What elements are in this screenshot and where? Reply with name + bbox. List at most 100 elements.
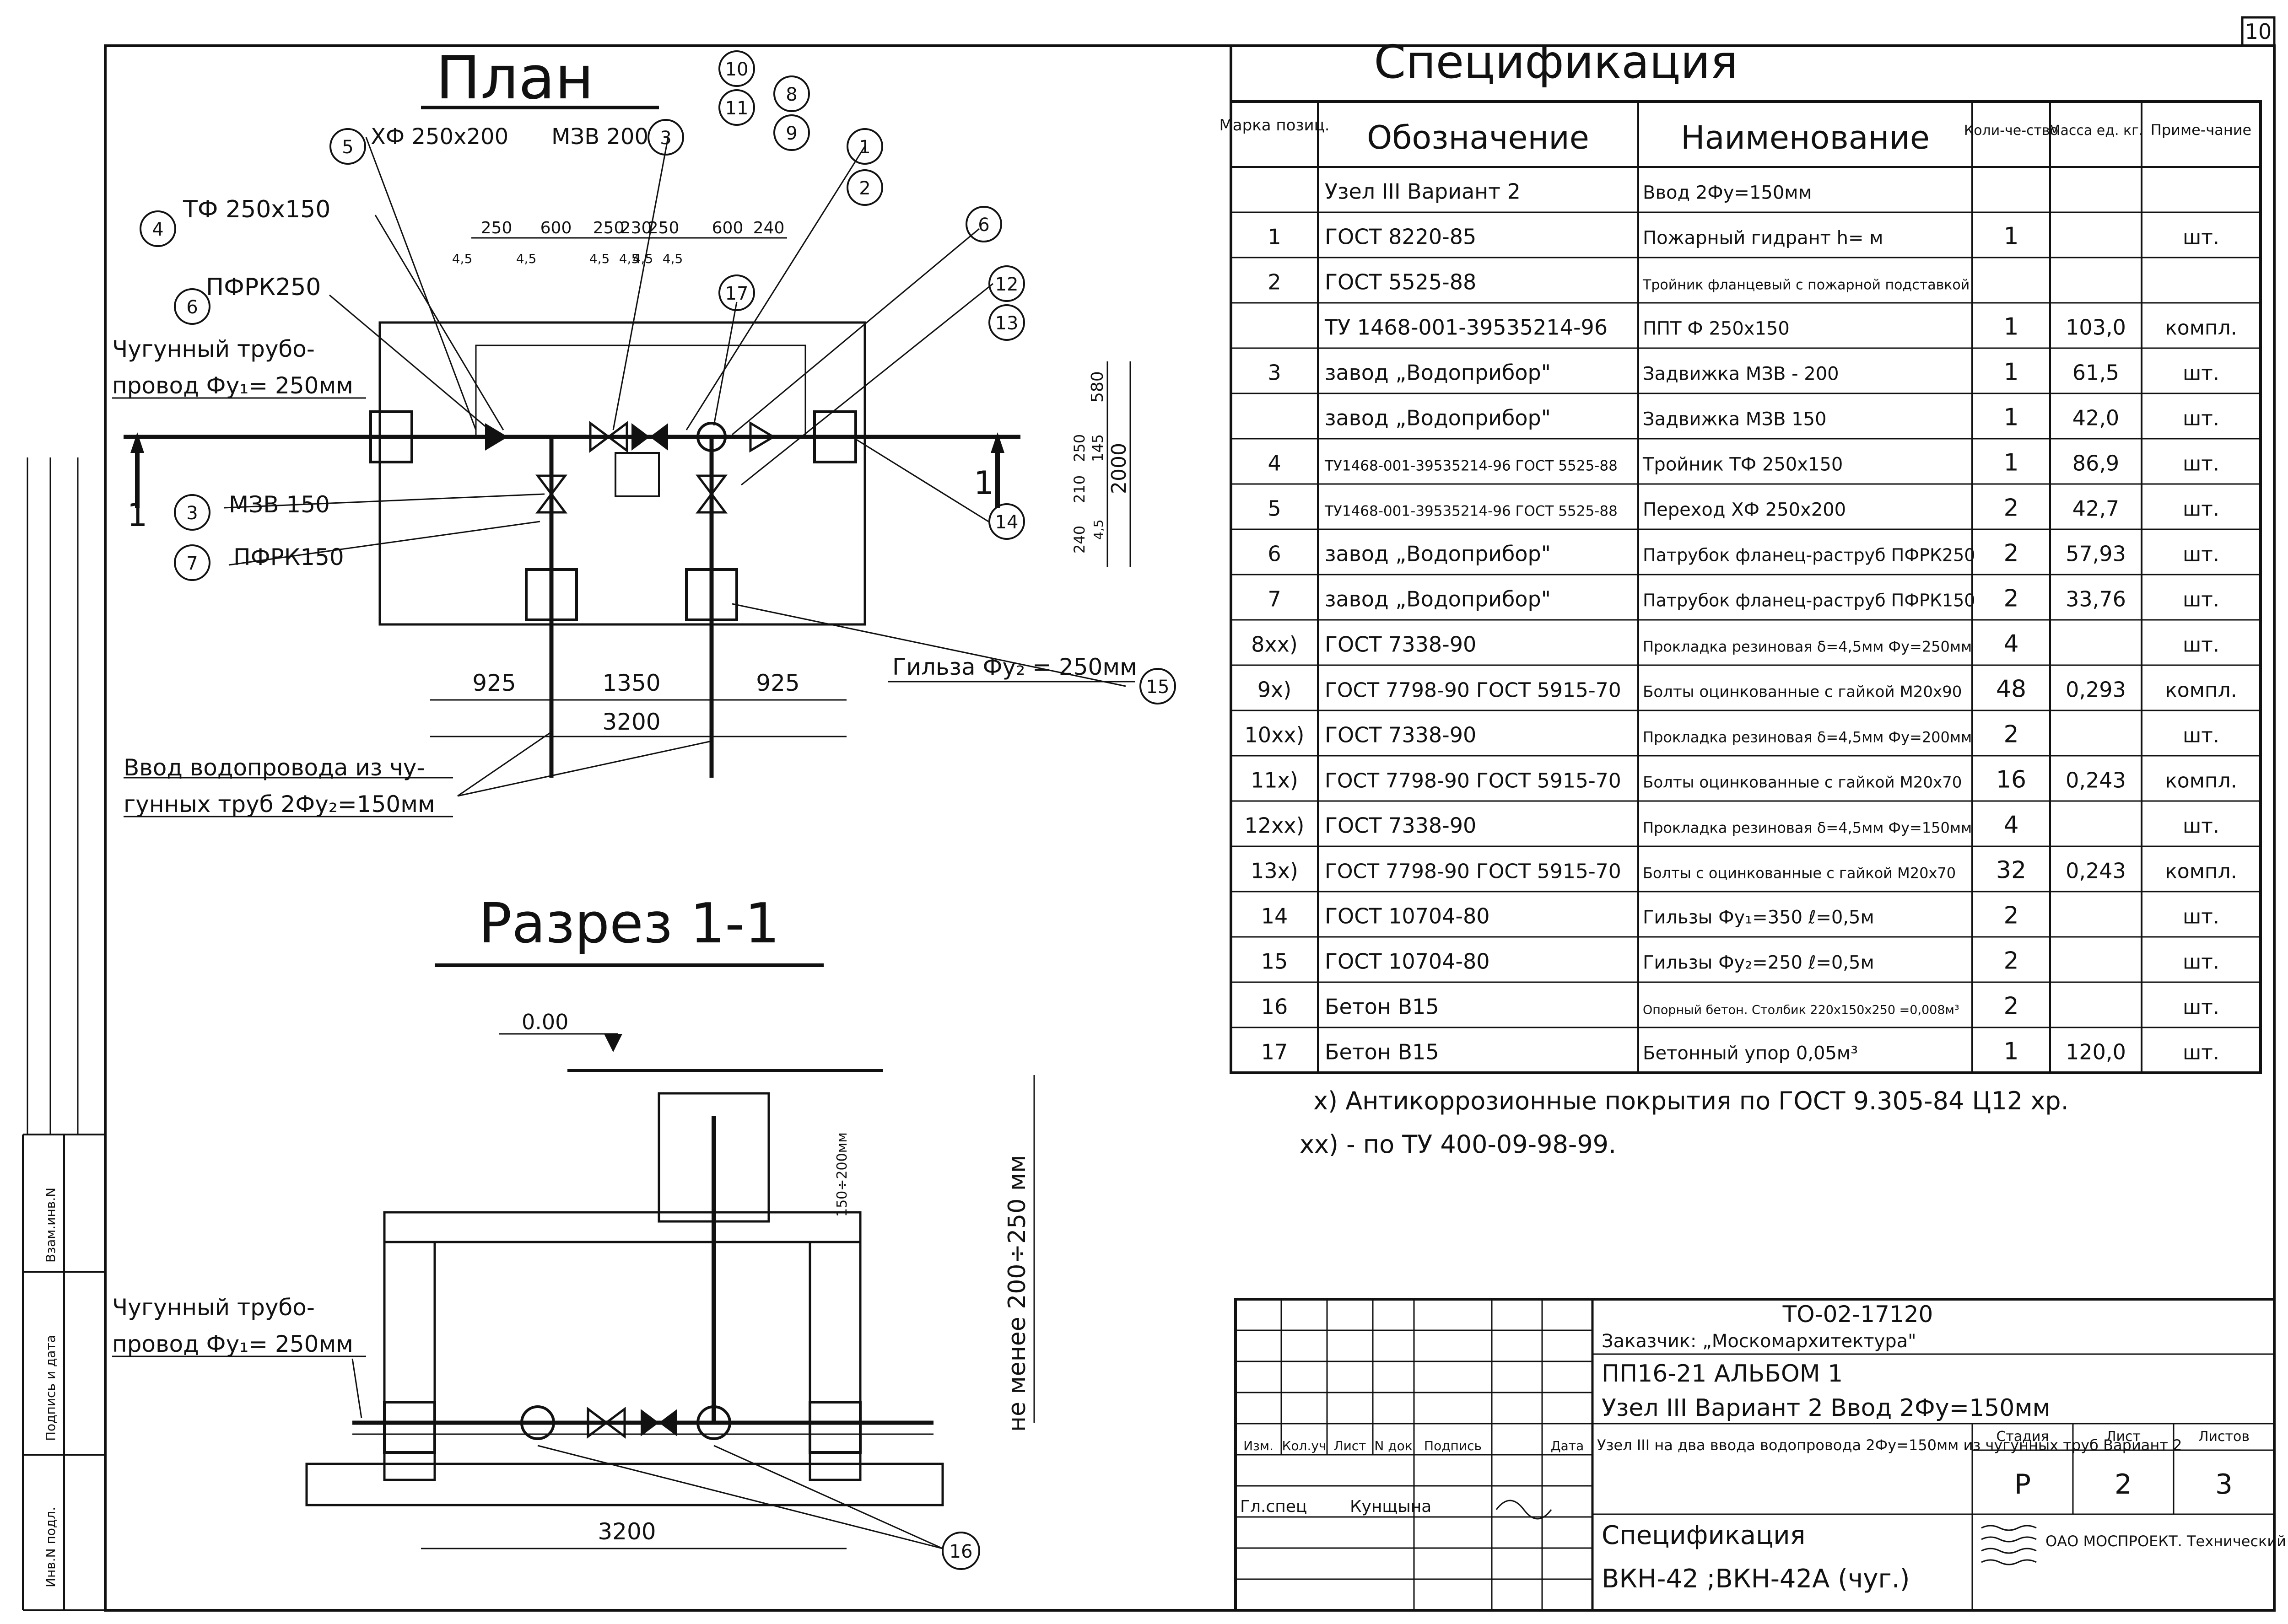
spec-cell-r15-c0: 13x) [1251,858,1298,883]
spec-cell-r0-c1: Узел III Вариант 2 [1325,179,1521,204]
section-tee-right [696,1405,731,1440]
spec-cell-r11-c4: 0,293 [2066,677,2126,702]
spec-cell-r4-c1: завод „Водоприбор" [1325,360,1551,385]
spec-cell-r13-c5: компл. [2165,769,2237,792]
spec-cell-r3-c5: компл. [2165,316,2237,339]
title-block: Изм. Кол.уч Лист N док Подпись Дата Гл.с… [1234,1298,2288,1612]
spec-cell-r7-c5: шт. [2183,497,2219,521]
spec-cell-r16-c3: 2 [2003,902,2018,929]
spec-cell-r5-c2: Задвижка МЗВ 150 [1643,409,1826,430]
callout-6b: 6 [186,297,198,318]
spec-cell-r10-c3: 4 [2003,630,2018,657]
spec-cell-r14-c0: 12xx) [1245,813,1305,838]
stamp-col-sign: Подпись [1424,1438,1482,1453]
spec-cell-r7-c0: 5 [1268,496,1281,521]
section-valve-2 [641,1409,677,1436]
top-dim-6: 600 [712,219,744,237]
spec-cell-r4-c3: 1 [2003,358,2018,386]
stamp-role: Гл.спец [1240,1497,1307,1516]
spec-cell-r9-c0: 7 [1268,586,1281,611]
spec-cell-r19-c2: Бетонный упор 0,05м³ [1643,1043,1858,1064]
plan-hydrant-box [615,452,660,497]
spec-cell-r19-c0: 17 [1261,1039,1288,1064]
spec-cell-r14-c5: шт. [2183,814,2219,838]
spec-cell-r12-c1: ГОСТ 7338-90 [1325,722,1476,747]
label-xf: ХФ 250х200 [371,124,508,150]
callout-3b: 3 [186,503,198,524]
right-dim-f: 4,5 [1091,519,1106,540]
spec-cell-r10-c1: ГОСТ 7338-90 [1325,632,1476,656]
spec-cell-r13-c1: ГОСТ 7798-90 ГОСТ 5915-70 [1325,769,1621,792]
spec-cell-r1-c3: 1 [2003,222,2018,250]
spec-cell-r18-c0: 16 [1261,994,1288,1019]
plan-valve-mzv150-left [535,474,567,514]
spec-header-designation: Обозначение [1367,119,1589,156]
label-pipe-line1: Чугунный трубо- [112,336,315,362]
stamp-col-date: Дата [1551,1438,1584,1453]
spec-cell-r9-c5: шт. [2183,588,2219,611]
bottom-dim-2: 1350 [602,670,660,696]
label-pfrk250: ПФРК250 [206,274,321,301]
section-view: Разрез 1-1 0.00 Чугунный трубо- провод Ф… [112,892,1035,1570]
top-dim-7: 240 [753,219,785,237]
sheet-frame [104,44,2276,1612]
callout-3: 3 [660,128,671,149]
plan-valve-left [485,423,508,451]
spec-cell-r15-c4: 0,243 [2066,858,2126,883]
stamp-marks: ВКН-42 ;ВКН-42А (чуг.) [1602,1564,1910,1594]
spec-cell-r8-c3: 2 [2003,539,2018,567]
spec-cell-r13-c4: 0,243 [2066,768,2126,792]
label-input-line2: гунных труб 2Фу₂=150мм [124,791,435,817]
spec-cell-r18-c3: 2 [2003,992,2018,1020]
stamp-album: ПП16-21 АЛЬБОМ 1 [1602,1360,1843,1387]
spec-cell-r9-c2: Патрубок фланец-раструб ПФРК150 [1643,590,1975,610]
plan-valve-xf [631,423,668,451]
margin-inv-label: Инв.N подл. [43,1507,58,1587]
spec-cell-r8-c1: завод „Водоприбор" [1325,541,1551,566]
stamp-org-logo [1981,1525,2037,1565]
callout-14: 14 [995,512,1019,533]
spec-cell-r17-c2: Гильзы Фу₂=250 ℓ=0,5м [1643,952,1874,973]
spec-cell-r10-c5: шт. [2183,633,2219,656]
page-number: 10 [2245,19,2272,44]
spec-cell-r16-c1: ГОСТ 10704-80 [1325,903,1490,928]
spec-cell-r12-c3: 2 [2003,721,2018,748]
section-width: 3200 [598,1518,656,1545]
spec-cell-r8-c0: 6 [1268,541,1281,566]
stamp-col-ndok: N док [1374,1438,1412,1453]
spec-cell-r14-c3: 4 [2003,811,2018,839]
spec-cell-r18-c5: шт. [2183,995,2219,1019]
bottom-dim-3: 925 [756,670,799,696]
callout-8: 8 [786,84,797,105]
callout-12: 12 [995,274,1019,295]
spec-cell-r1-c5: шт. [2183,226,2219,249]
bottom-dim-total: 3200 [602,709,660,735]
section-min-depth: не менее 200÷250 мм [1004,1155,1031,1432]
section-mark-right: 1 [974,464,994,502]
spec-cell-r3-c3: 1 [2003,313,2018,340]
spec-cell-r4-c2: Задвижка МЗВ - 200 [1643,363,1839,384]
stamp-customer: Заказчик: „Москомархитектура" [1602,1331,1916,1352]
spec-cell-r17-c3: 2 [2003,947,2018,974]
spec-cell-r3-c1: ТУ 1468-001-39535214-96 [1324,315,1608,339]
stamp-col-izm: Изм. [1243,1438,1274,1453]
stamp-doc: Спецификация [1602,1521,1805,1550]
spec-cell-r9-c4: 33,76 [2066,586,2126,611]
top-subdim-2: 4,5 [516,251,537,266]
stamp-stage-h: Стадия [1996,1429,2049,1445]
callout-17: 17 [725,283,749,304]
spec-cell-r3-c2: ППТ Ф 250х150 [1643,318,1790,339]
stamp-col-kol: Кол.уч [1282,1438,1327,1453]
plan-sleeve-right [813,410,857,463]
section-valve-1 [587,1407,626,1439]
callout-15: 15 [1146,677,1170,698]
top-dim-3: 250 [593,219,625,237]
section-floor [305,1463,944,1506]
spec-cell-r12-c5: шт. [2183,724,2219,747]
right-dim-e: 145 [1089,434,1106,462]
spec-header-mass: Масса ед. кг. [2049,123,2143,139]
spec-cell-r17-c5: шт. [2183,950,2219,973]
callout-6: 6 [978,215,989,236]
right-dim-a: 580 [1088,371,1107,403]
